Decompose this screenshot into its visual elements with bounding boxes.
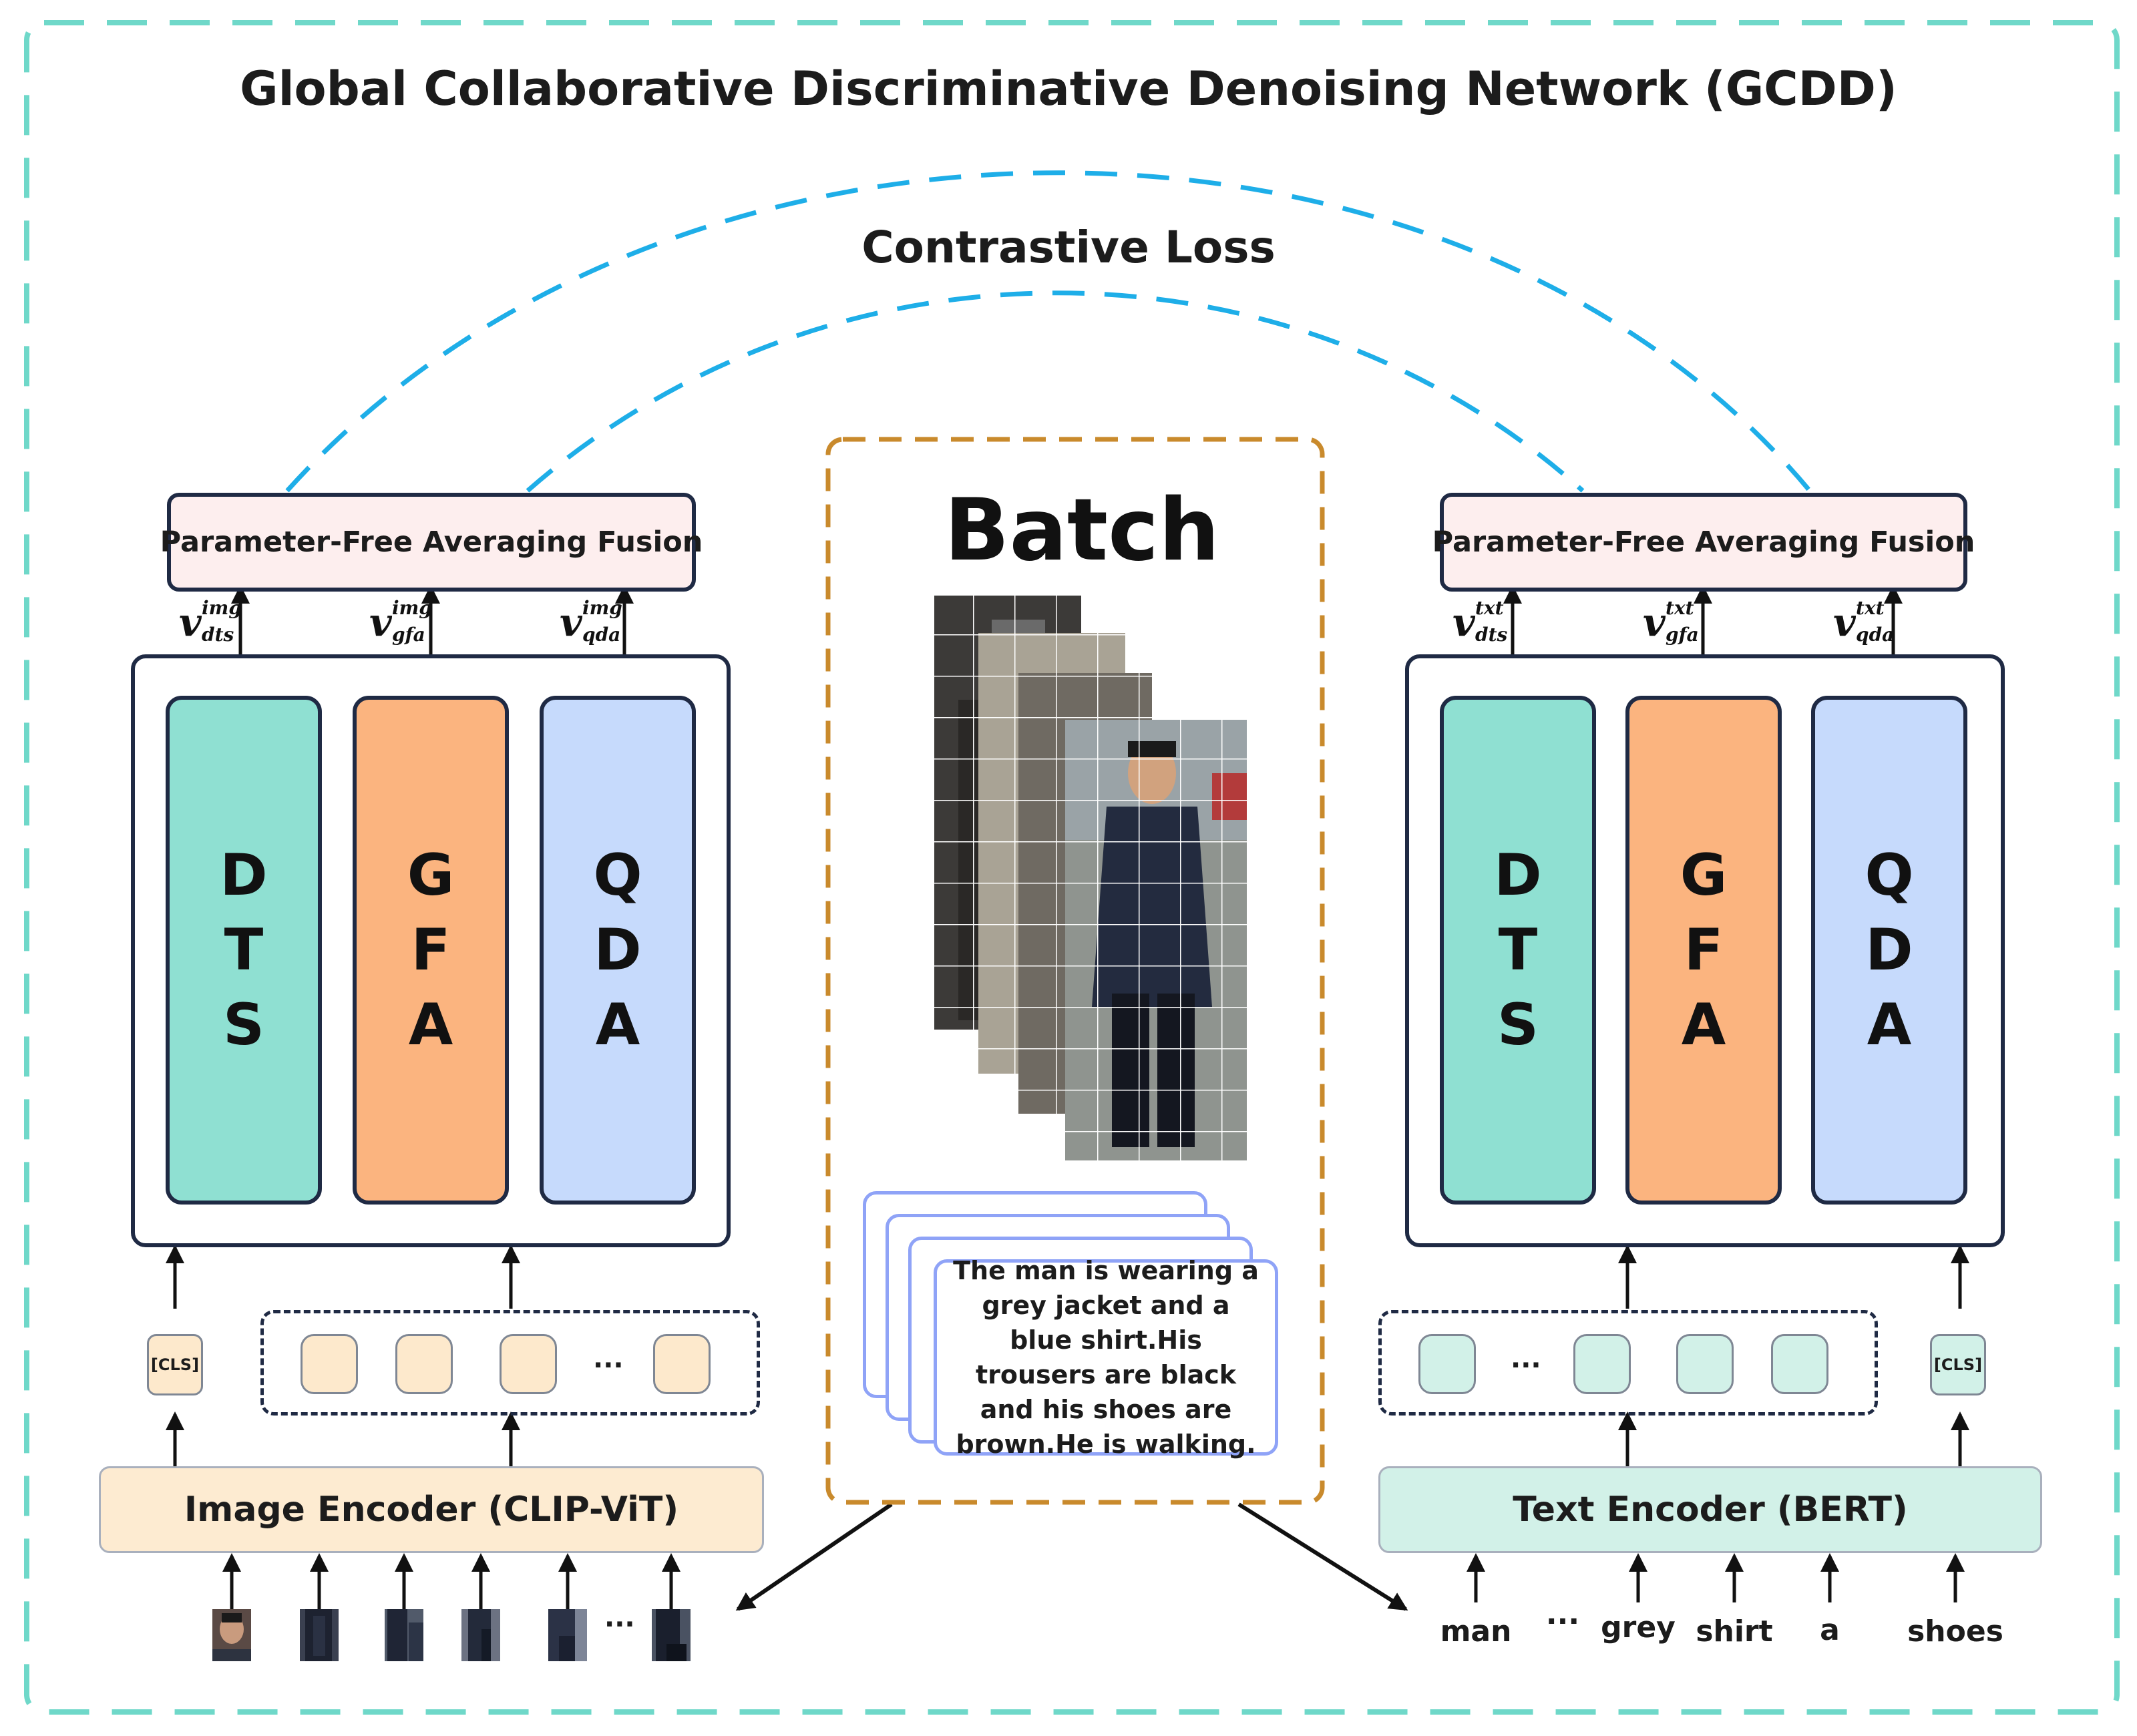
- text-word-tokens-box: [1378, 1310, 1878, 1416]
- input-image-patch: [652, 1609, 691, 1664]
- outer-dashed-frame: [24, 20, 2120, 1715]
- image-cls-token: [CLS]: [147, 1334, 203, 1395]
- image-module-dts: D T S: [166, 696, 322, 1205]
- input-image-patch: [212, 1609, 251, 1664]
- input-word: grey: [1601, 1610, 1676, 1645]
- input-word: shoes: [1907, 1614, 2003, 1649]
- input-image-patch: [461, 1609, 500, 1664]
- batch-dashed-box: [825, 437, 1325, 1505]
- diagram-title: Global Collaborative Discriminative Deno…: [240, 61, 1897, 116]
- text-word-token: [1771, 1334, 1828, 1394]
- image-patch-token: [395, 1334, 453, 1394]
- feature-v-txt-qda: v txt qda: [1833, 597, 1895, 646]
- input-image-patch: [548, 1609, 587, 1664]
- text-word-token: [1573, 1334, 1631, 1394]
- input-word: a: [1820, 1613, 1840, 1647]
- feature-v-img-qda: v img qda: [560, 597, 622, 646]
- text-word-token: [1676, 1334, 1734, 1394]
- text-word-token: [1418, 1334, 1476, 1394]
- text-cls-token: [CLS]: [1930, 1334, 1986, 1395]
- batch-person-images: [934, 596, 1247, 1160]
- input-word: man: [1440, 1614, 1512, 1649]
- feature-v-txt-gfa: v txt gfa: [1643, 597, 1699, 646]
- text-fusion-block: Parameter-Free Averaging Fusion: [1432, 493, 1975, 592]
- contrastive-loss-outer-arc: [285, 170, 1812, 493]
- text-module-gfa: G F A: [1625, 696, 1782, 1205]
- image-input-ellipsis: ...: [604, 1602, 635, 1633]
- feature-v-img-gfa: v img gfa: [369, 597, 432, 646]
- input-word-ellipsis: ...: [1545, 1597, 1580, 1631]
- feature-v-img-dts: v img dts: [179, 597, 242, 646]
- caption-card-front: The man is wearing a grey jacket and a b…: [934, 1256, 1278, 1459]
- text-module-qda: Q D A: [1811, 696, 1967, 1205]
- image-fusion-block: Parameter-Free Averaging Fusion: [160, 493, 703, 592]
- text-token-ellipsis: ...: [1511, 1343, 1541, 1374]
- batch-image-front: [1065, 720, 1247, 1160]
- text-module-dts: D T S: [1440, 696, 1596, 1205]
- input-word: shirt: [1696, 1614, 1773, 1649]
- image-patch-token: [500, 1334, 557, 1394]
- image-encoder-block: Image Encoder (CLIP-ViT): [99, 1466, 764, 1553]
- batch-label: Batch: [944, 481, 1220, 580]
- image-module-qda: Q D A: [540, 696, 696, 1205]
- input-image-patch: [385, 1609, 423, 1664]
- image-patch-tokens-box: [260, 1310, 760, 1416]
- image-patch-token: [301, 1334, 358, 1394]
- arrow-batch-to-text-input: [1237, 1502, 1408, 1611]
- feature-v-txt-dts: v txt dts: [1452, 597, 1508, 646]
- input-image-patch: [300, 1609, 339, 1664]
- image-module-gfa: G F A: [353, 696, 509, 1205]
- text-encoder-block: Text Encoder (BERT): [1378, 1466, 2042, 1553]
- arrow-batch-to-image-input: [735, 1502, 893, 1611]
- contrastive-loss-inner-arc: [526, 290, 1585, 493]
- image-token-ellipsis: ...: [593, 1343, 624, 1374]
- image-patch-token: [653, 1334, 711, 1394]
- contrastive-loss-label: Contrastive Loss: [861, 222, 1276, 273]
